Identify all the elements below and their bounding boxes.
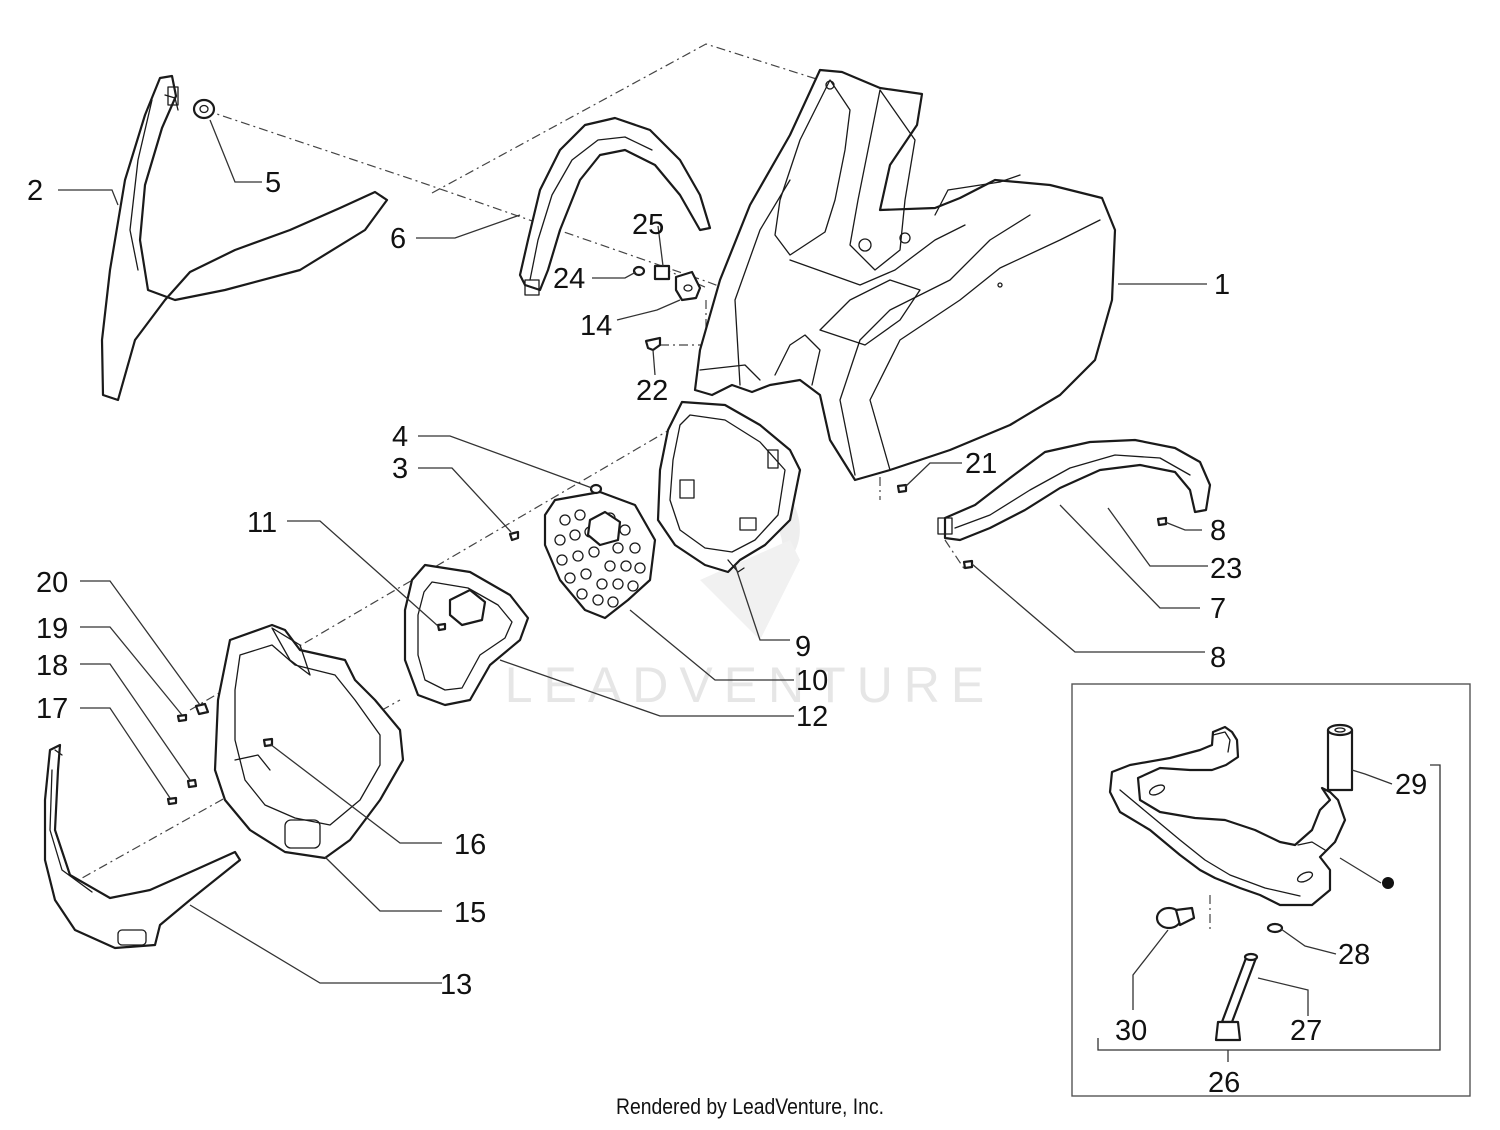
callout-13: 13: [440, 969, 472, 1001]
part-28-washer: [1266, 922, 1284, 934]
callout-2: 2: [27, 175, 43, 207]
callout-27: 27: [1290, 1015, 1322, 1047]
part-25-nut: [653, 264, 671, 281]
watermark-text: LEADVENTURE: [505, 657, 996, 713]
callout-11: 11: [247, 507, 277, 539]
part-2-upper-trim: [100, 74, 389, 402]
part-15-lower-cover: [213, 623, 405, 860]
part-5-clip: [192, 98, 216, 120]
callout-30: 30: [1115, 1015, 1147, 1047]
callout-18: 18: [36, 650, 68, 682]
callout-6: 6: [390, 223, 406, 255]
part-12-grille-frame: [403, 563, 530, 707]
part-14-clip: [674, 270, 702, 302]
callout-8-upper: 8: [1210, 515, 1226, 547]
part-20-clip: [194, 702, 210, 716]
part-27-bolt: [1214, 952, 1259, 1042]
callout-12: 12: [796, 701, 828, 733]
kit-bullet: [1382, 877, 1394, 889]
callout-3: 3: [392, 453, 408, 485]
part-9-headlight-housing: [656, 400, 802, 574]
part-17-screw: [166, 796, 178, 806]
part-29-spacer: [1326, 723, 1354, 792]
kit-box: [1071, 683, 1471, 1097]
part-22-screw: [644, 336, 662, 352]
small-fasteners-top: [632, 264, 702, 352]
part-18-clip: [186, 778, 198, 789]
part-24-screw: [632, 265, 646, 277]
callout-22: 22: [636, 375, 668, 407]
callout-labels: 2 5 6 1 25 24 14 22 4 3 11 20 19 18 17 1…: [27, 167, 1427, 1099]
callout-25: 25: [632, 209, 664, 241]
part-10-grille: [543, 490, 657, 620]
part-8-screw-b: [962, 559, 974, 570]
callout-10: 10: [796, 665, 828, 697]
callout-1: 1: [1214, 269, 1230, 301]
callout-15: 15: [454, 897, 486, 929]
part-8-screw-a: [1156, 516, 1168, 527]
part-3-screw: [508, 530, 520, 542]
callout-29: 29: [1395, 769, 1427, 801]
callout-23: 23: [1210, 553, 1242, 585]
callout-5: 5: [265, 167, 281, 199]
footer-credit: Rendered by LeadVenture, Inc.: [615, 1094, 885, 1119]
callout-9: 9: [795, 631, 811, 663]
callout-24: 24: [553, 263, 585, 295]
leader-lines: [58, 119, 1393, 1016]
callout-16: 16: [454, 829, 486, 861]
part-4-clip: [589, 483, 603, 495]
part-6-upper-arch: [518, 116, 712, 296]
callout-20: 20: [36, 567, 68, 599]
part-11-screw: [436, 622, 447, 632]
callout-17: 17: [36, 693, 68, 725]
callout-19: 19: [36, 613, 68, 645]
part-1-front-body: [693, 68, 1117, 482]
part-21-screw: [896, 483, 908, 494]
part-13-lower-trim: [43, 743, 242, 950]
callout-8-lower: 8: [1210, 642, 1226, 674]
callout-26: 26: [1208, 1067, 1240, 1099]
part-30-knob: [1155, 906, 1196, 930]
callout-21: 21: [965, 448, 997, 480]
part-7-side-trim: [937, 438, 1212, 542]
callout-7: 7: [1210, 593, 1226, 625]
callout-28: 28: [1338, 939, 1370, 971]
callout-14: 14: [580, 310, 612, 342]
part-19-screw: [176, 713, 188, 723]
callout-4: 4: [392, 421, 408, 453]
